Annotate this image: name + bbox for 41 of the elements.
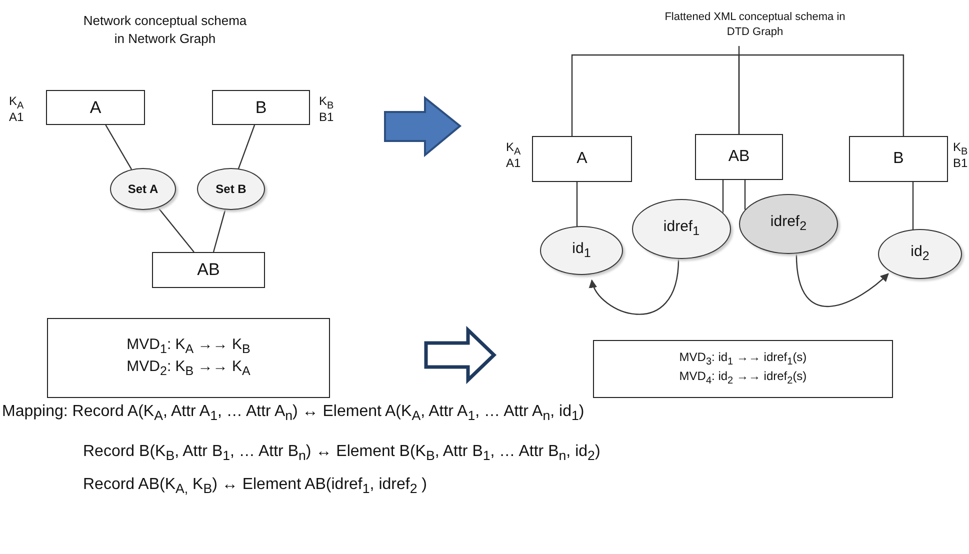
set-ellipse	[110, 168, 176, 210]
connector-line	[738, 54, 904, 136]
mapping-text: Record AB(K$_{A,}$ K$_{B}$) ↔ Element AB(idref$_{1}$, idref$_{2}$ )	[83, 476, 428, 496]
node-label: B	[255, 96, 267, 118]
connector-line	[912, 182, 914, 230]
connector-line	[105, 124, 132, 170]
mapping-text: Record B(K$_{B}$, Attr B$_{1}$, … Attr B$_{n}$) ↔ Element B(K$_{B}$, Attr B$_{1}$, … Attr B$_{n}$, id$_{2}$)	[83, 443, 600, 464]
node-label: A	[576, 149, 588, 169]
node-label: MVD$_{1}$: K$_{A}$ →→ K$_{B}$	[126, 336, 250, 358]
connector-line	[212, 210, 226, 252]
schema-heading: Flattened XML conceptual schema in DTD Graph	[664, 10, 846, 40]
mapping-text: Mapping: Record A(K$_{A}$, Attr A$_{1}$, … Attr A$_{n}$) ↔ Element A(K$_{A}$, Attr A$_{1}$, … Attr A$_{n}$, id$_{1}$)	[2, 403, 584, 424]
connector-line	[744, 180, 746, 210]
connector-line	[722, 180, 724, 213]
dependency-box	[593, 340, 893, 398]
node-label: AB	[197, 259, 220, 281]
dependency-box	[47, 318, 330, 398]
node-label: MVD$_{3}$: id$_{1}$ →→ idref$_{1}$(s)	[679, 350, 807, 369]
set-ellipse	[197, 168, 265, 210]
connector-line	[158, 207, 194, 252]
schema-heading: Network conceptual schema in Network Graph	[82, 12, 248, 48]
node-label: id$_{2}$	[910, 243, 930, 265]
node-label: B	[893, 149, 904, 169]
entity-box	[152, 252, 265, 288]
connector-line	[238, 124, 256, 169]
attribute-ellipse	[540, 226, 623, 275]
node-label: A	[90, 96, 102, 118]
node-label: MVD$_{2}$: K$_{B}$ →→ K$_{A}$	[126, 358, 250, 380]
node-label: MVD$_{4}$: id$_{2}$ →→ idref$_{2}$(s)	[679, 369, 807, 388]
node-label: idref$_{1}$	[663, 218, 700, 240]
node-label: idref$_{2}$	[770, 213, 807, 235]
node-label: Set B	[216, 182, 246, 196]
connector-line	[571, 54, 740, 136]
element-box	[695, 134, 783, 180]
node-label: AB	[728, 147, 750, 167]
node-label: Set A	[128, 182, 158, 196]
curved-arrow	[590, 258, 680, 315]
attribute-ellipse	[878, 229, 962, 279]
node-label: id$_{1}$	[572, 240, 591, 262]
curved-arrow	[796, 254, 889, 307]
connector-line	[576, 182, 578, 227]
